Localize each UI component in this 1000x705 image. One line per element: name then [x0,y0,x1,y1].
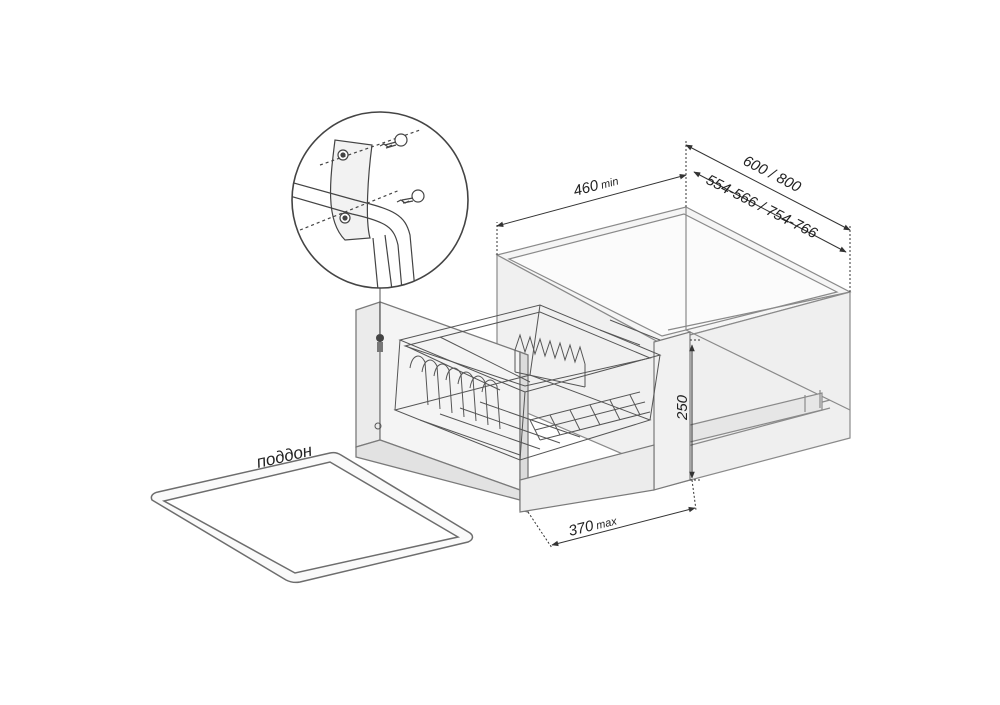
dimension-width-max [527,479,697,549]
cabinet [495,206,852,489]
svg-text:max: max [595,515,619,532]
mount-screw-icon [374,334,384,430]
drawer-side-panel [519,331,691,513]
svg-text:460: 460 [572,177,601,200]
detail-screw-bottom-icon [396,189,425,204]
detail-screw-top-icon [379,133,408,149]
dimension-height [689,339,700,481]
dimension-width-max-label: 370 max [567,515,619,540]
dimension-height-label: 250 [674,394,691,421]
dimension-depth-min [496,170,687,255]
tray [150,451,474,584]
dimension-cabinet-inner [693,171,847,253]
svg-text:370: 370 [567,517,596,540]
dimension-depth-min-label: 460 min [572,175,620,200]
detail-zoom-circle [291,111,469,289]
wire-basket [393,304,662,461]
cabinet-top-inner [507,213,839,337]
svg-text:min: min [600,175,620,191]
